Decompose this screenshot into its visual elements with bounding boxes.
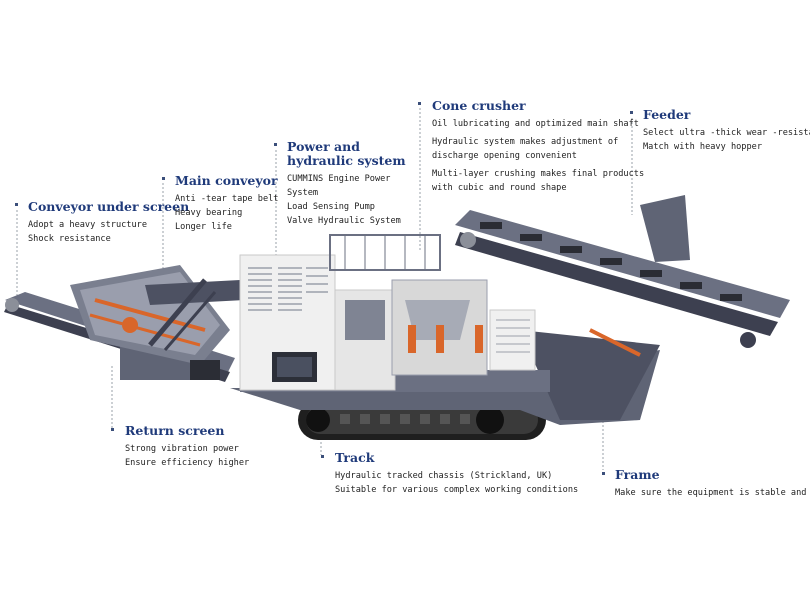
callout-title: Cone crusher [432,98,526,113]
callout-cone-crusher: Cone crusher Oil lubricating and optimiz… [418,98,645,195]
callout-description: Anti -tear tape belt Heavy bearing Longe… [175,194,279,232]
callout-title: Main conveyor [175,173,278,188]
callout-title: Conveyor under screen [28,199,190,214]
callout-description: Adopt a heavy structure Shock resistance [28,220,147,244]
callout-marker [162,177,165,180]
callout-description: Hydraulic tracked chassis (Strickland, U… [335,471,579,495]
callout-marker [274,143,277,146]
callout-marker [418,102,421,105]
callout-main-conveyor: Main conveyor Anti -tear tape belt Heavy… [162,173,279,234]
callout-frame: Frame Make sure the equipment is stable … [602,467,810,500]
callout-marker [111,428,114,431]
callout-description: Oil lubricating and optimized main shaft… [432,119,645,193]
callout-marker [321,455,324,458]
callout-title: Feeder [643,107,691,122]
callout-title: Track [335,450,375,465]
callout-marker [630,111,633,114]
callout-conveyor-under-screen: Conveyor under screen Adopt a heavy stru… [15,199,190,246]
callout-marker [15,203,18,206]
callout-feeder: Feeder Select ultra -thick wear -resista… [630,107,810,154]
callout-power-hydraulic-system: Power and hydraulic system CUMMINS Engin… [274,139,412,228]
callout-description: Strong vibration power Ensure efficiency… [125,444,250,468]
callout-track: Track Hydraulic tracked chassis (Strickl… [321,450,579,497]
cone-crusher-drawing [329,234,536,376]
callout-description: CUMMINS Engine Power System Load Sensing… [287,174,401,226]
power-module-drawing [239,254,396,391]
callout-title: Frame [615,467,660,482]
callout-description: Make sure the equipment is stable and fi… [615,488,810,498]
callout-return-screen: Return screen Strong vibration power Ens… [111,423,250,470]
callout-description: Select ultra -thick wear -resistant belt… [643,128,810,152]
callout-marker [602,472,605,475]
feeder-drawing [455,195,790,357]
main-conveyor-drawing [145,278,245,351]
callout-title: Power and hydraulic system [287,139,406,168]
callout-title: Return screen [125,423,225,438]
